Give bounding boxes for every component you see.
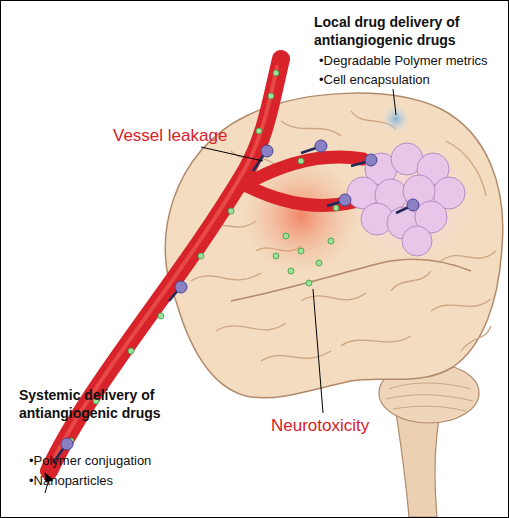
green-particle <box>333 205 339 211</box>
lateral-sulcus <box>231 259 471 301</box>
bullet-item: •Degradable Polymer metrics <box>319 53 507 70</box>
gyri <box>191 111 496 361</box>
green-particle <box>273 253 279 259</box>
leader-line <box>393 89 396 115</box>
cerebellum-folds <box>386 383 473 411</box>
callout-label: Neurotoxicity <box>271 415 421 437</box>
nanoparticle <box>407 199 419 211</box>
nanoparticle <box>339 194 351 206</box>
green-particle <box>328 238 334 244</box>
green-particle <box>306 280 312 286</box>
green-particle <box>316 260 322 266</box>
nanoparticle <box>365 154 377 166</box>
green-particle <box>228 208 234 214</box>
section-heading: Systemic delivery of antiangiogenic drug… <box>19 386 204 422</box>
bullet-item: •Cell encapsulation <box>319 72 507 89</box>
green-particle <box>298 248 304 254</box>
nanoparticle <box>315 140 327 152</box>
callout-label: Vessel leakage <box>113 125 263 147</box>
bullet-item: •Polymer conjugation <box>29 453 229 470</box>
tumor-cell <box>402 226 432 256</box>
green-particle <box>273 70 279 76</box>
leader-line <box>201 147 263 161</box>
green-particle <box>298 158 304 164</box>
green-particle <box>256 128 262 134</box>
green-particle <box>268 93 274 99</box>
leader-line <box>313 289 323 413</box>
bullet-item: •Nanoparticles <box>29 473 229 490</box>
tumor <box>347 143 465 256</box>
green-particle <box>158 313 164 319</box>
implant-glow <box>382 105 410 133</box>
green-particle <box>288 268 294 274</box>
section-heading: Local drug delivery of antiangiogenic dr… <box>314 13 504 49</box>
green-particle <box>283 233 289 239</box>
nanoparticle <box>175 281 187 293</box>
green-particle <box>128 348 134 354</box>
nanoparticle <box>61 438 73 450</box>
green-particle <box>198 253 204 259</box>
nanoparticle <box>261 145 273 157</box>
brain <box>165 93 503 517</box>
